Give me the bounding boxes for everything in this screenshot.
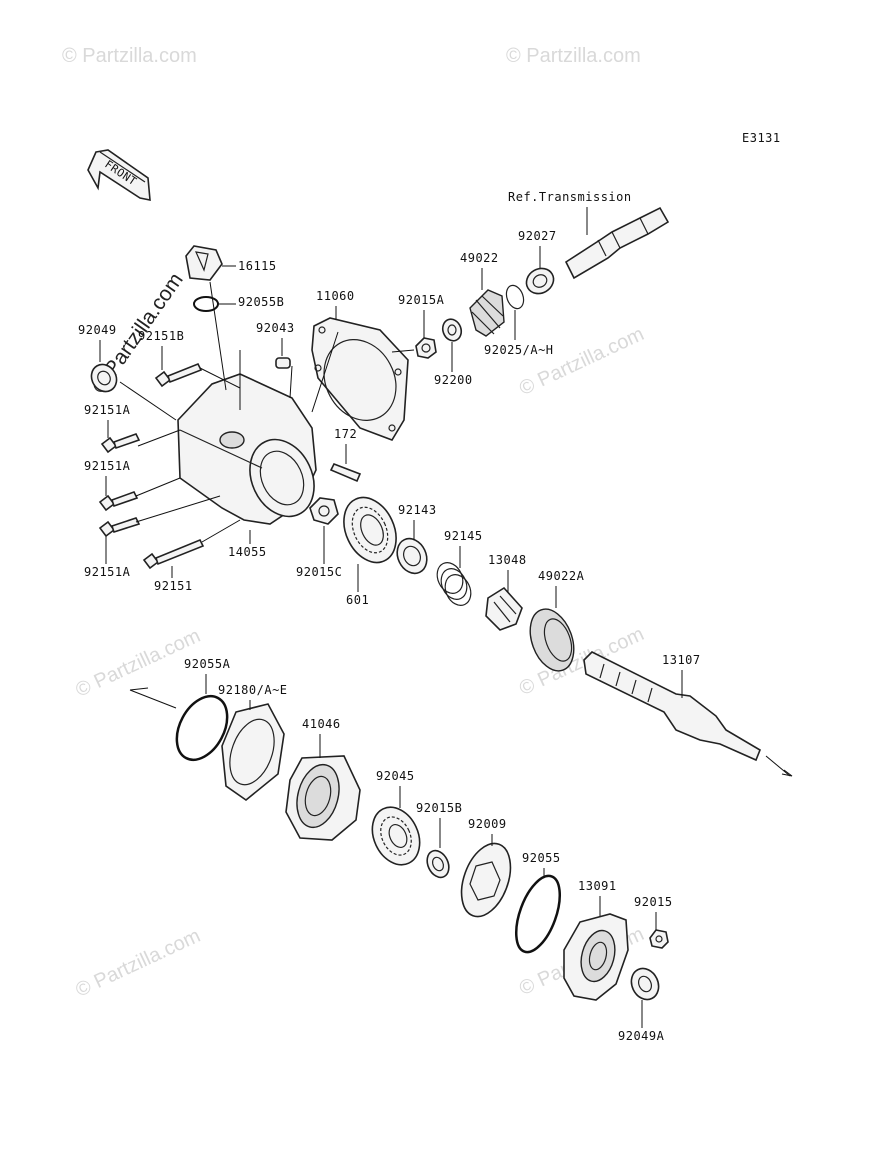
part-92151A: [98, 517, 141, 538]
part-92180: [221, 703, 285, 802]
part-label: 13107: [662, 653, 701, 667]
part-label: 92145: [444, 529, 483, 543]
part-92055A: [129, 687, 229, 761]
part-label: 92025/A~H: [484, 343, 554, 357]
part-label: 601: [346, 593, 369, 607]
part-92015B: [426, 849, 450, 879]
front-arrow-icon: FRONT: [87, 149, 151, 201]
part-label: 92151A: [84, 403, 131, 417]
part-label: 92027: [518, 229, 557, 243]
part-92151A: [98, 491, 139, 512]
part-13048: [485, 586, 523, 631]
part-label: 13091: [578, 879, 617, 893]
part-label: 41046: [302, 717, 341, 731]
part-label: 49022A: [538, 569, 585, 583]
part-label: 172: [334, 427, 357, 441]
part-label: 92049: [78, 323, 117, 337]
part-label: 92009: [468, 817, 507, 831]
part-label: 92055B: [238, 295, 284, 309]
part-14055: [177, 373, 317, 525]
part-13107: [583, 651, 793, 777]
transmission-shaft: Ref.Transmission: [508, 190, 670, 280]
part-label: 92045: [376, 769, 415, 783]
part-label: 16115: [238, 259, 277, 273]
diagram-code: E3131: [742, 131, 781, 145]
part-label: 92143: [398, 503, 437, 517]
part-92015: [649, 929, 669, 949]
part-92055: [514, 874, 562, 954]
part-172: [329, 462, 362, 483]
watermark: © Partzilla.com: [516, 323, 647, 400]
part-92015A: [415, 337, 437, 359]
watermark: © Partzilla.com: [506, 45, 641, 67]
part-92049A: [630, 967, 660, 1001]
part-92145: [436, 562, 472, 606]
part-label: 92043: [256, 321, 295, 335]
ref-transmission-label: Ref.Transmission: [508, 190, 632, 204]
part-label: 92200: [434, 373, 473, 387]
part-92027: [525, 267, 555, 295]
part-92015C: [309, 497, 339, 525]
part-label: 92180/A~E: [218, 683, 288, 697]
part-49022: [469, 289, 505, 337]
part-92043: [275, 357, 291, 369]
part-label: 92049A: [618, 1029, 665, 1043]
part-label: 92055A: [184, 657, 231, 671]
part-13091: [563, 913, 629, 1001]
part-601: [343, 496, 397, 564]
part-92049: [90, 363, 118, 393]
part-label: 92015B: [416, 801, 462, 815]
part-label: 92151A: [84, 459, 131, 473]
part-label: 92015C: [296, 565, 342, 579]
part-label: 92151: [154, 579, 193, 593]
part-label: 92151B: [138, 329, 184, 343]
part-label: 11060: [316, 289, 355, 303]
part-label: 14055: [228, 545, 267, 559]
watermark: © Partzilla.com: [72, 925, 203, 1002]
part-label: 49022: [460, 251, 499, 265]
part-92143: [396, 537, 428, 575]
part-label: 13048: [488, 553, 527, 567]
part-92151B: [154, 362, 203, 388]
part-label: 92015A: [398, 293, 445, 307]
part-16115: [185, 245, 223, 281]
part-92151: [142, 538, 205, 570]
part-41046: [285, 755, 361, 841]
part-92151A: [100, 433, 141, 454]
part-92200: [441, 318, 463, 342]
part-49022A: [529, 608, 575, 672]
part-92045: [371, 806, 421, 866]
part-92025: [505, 284, 525, 310]
part-92009: [460, 842, 512, 918]
part-label: 92015: [634, 895, 673, 909]
watermark: © Partzilla.com: [62, 45, 197, 67]
part-label: 92055: [522, 851, 561, 865]
part-label: 92151A: [84, 565, 131, 579]
part-11060: [311, 317, 409, 441]
